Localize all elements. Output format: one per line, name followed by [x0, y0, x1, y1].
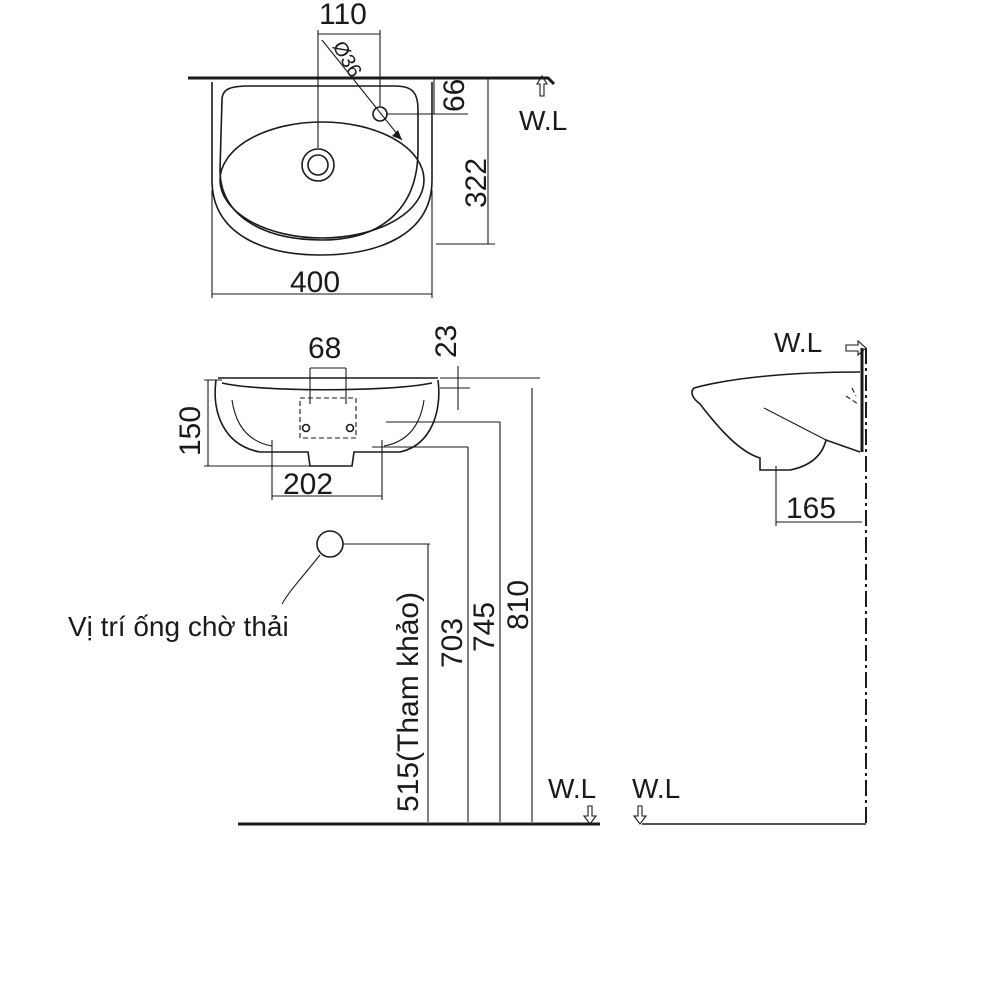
- wl-arrow-floor-side-icon: [632, 805, 648, 825]
- wl-label-floor-front: W.L: [548, 773, 596, 804]
- dim-base-width: 202: [283, 468, 333, 501]
- drain-outer-icon: [301, 148, 335, 182]
- front-view: [204, 366, 600, 826]
- side-view: [632, 339, 867, 825]
- top-wall-line: [188, 76, 556, 86]
- top-basin-bowl: [219, 121, 425, 239]
- top-basin-outer: [211, 82, 433, 256]
- dim-top-offset: 110: [319, 0, 367, 31]
- dim-rim-to-hole: 66: [438, 79, 471, 112]
- dim-drain-reference: 515(Tham khảo): [392, 592, 425, 812]
- mount-hole-left-icon: [301, 423, 311, 433]
- dim-height-mid: 745: [468, 602, 501, 652]
- wl-label-floor-side: W.L: [632, 773, 680, 804]
- dim-depth: 322: [460, 158, 493, 208]
- drain-position-label: Vị trí ống chờ thải: [68, 611, 289, 642]
- front-rim-inner: [221, 382, 433, 391]
- dim-height-rim: 810: [502, 580, 535, 630]
- dim-width: 400: [290, 266, 340, 299]
- top-basin-rim: [219, 85, 419, 241]
- drain-leader: [281, 554, 321, 605]
- front-mount-area: [299, 397, 357, 439]
- wl-arrow-top-icon: [536, 74, 548, 97]
- front-bowl: [214, 379, 440, 467]
- wl-arrow-side-icon: [845, 339, 867, 357]
- top-view: [188, 30, 556, 298]
- wl-arrow-floor-front-icon: [582, 805, 598, 825]
- drain-inner-icon: [307, 154, 329, 176]
- dim-rim-offset: 23: [430, 325, 463, 358]
- dim-bowl-height: 150: [174, 406, 207, 456]
- side-basin-profile: [691, 371, 861, 471]
- dim-height-drain: 703: [436, 618, 469, 668]
- dim-wall-projection: 165: [786, 492, 836, 525]
- drain-pipe-icon: [316, 530, 344, 558]
- wl-label-top: W.L: [519, 105, 567, 136]
- wl-label-side: W.L: [774, 327, 822, 358]
- dim-hole-diameter: Ø36: [328, 38, 366, 82]
- mount-hole-right-icon: [345, 423, 355, 433]
- dim-mount-spacing: 68: [308, 332, 341, 365]
